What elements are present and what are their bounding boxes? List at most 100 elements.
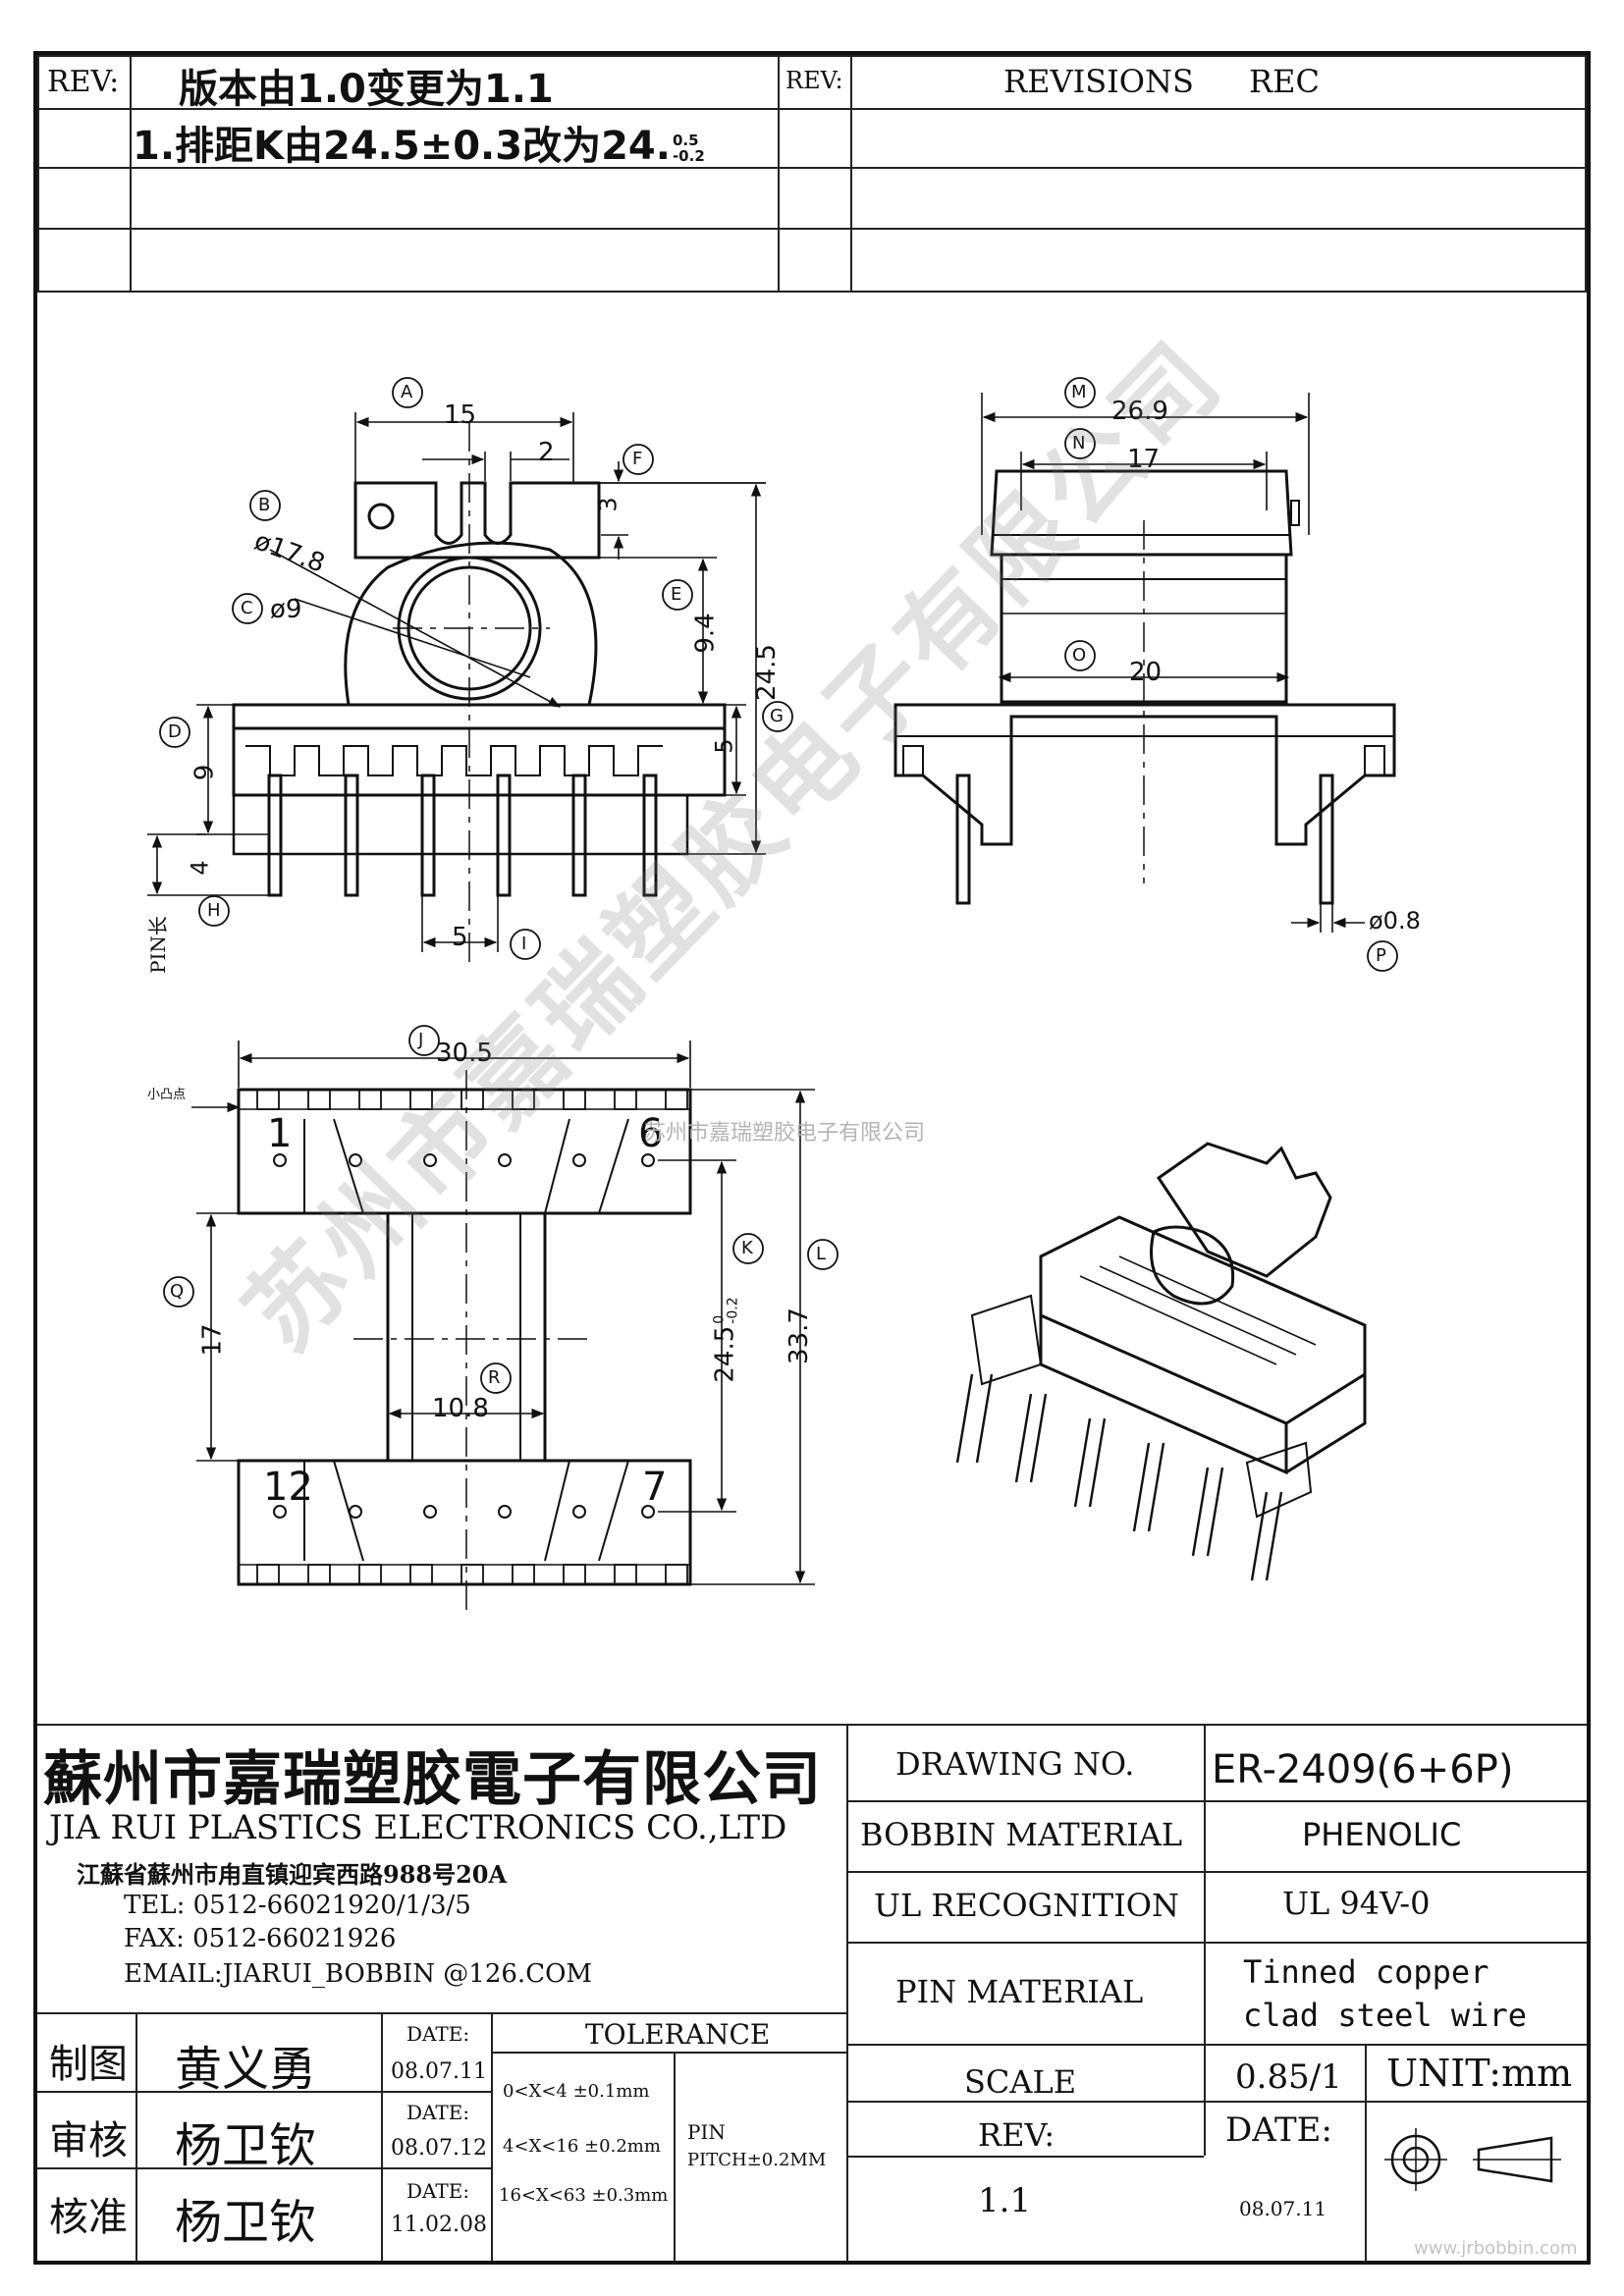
rev-label-bottom: REV: — [978, 2116, 1056, 2154]
front-flange-outline — [344, 541, 598, 706]
ul-label: UL RECOGNITION — [874, 1887, 1179, 1924]
dim-F-height: 3 — [594, 497, 623, 512]
rev-value: 1.1 — [978, 2181, 1032, 2220]
company-name-cn: 蘇州市嘉瑞塑胶電子有限公司 — [43, 1745, 822, 1814]
callout-P: P — [1376, 945, 1386, 966]
dim-M: 26.9 — [1111, 397, 1168, 426]
dim-C: ø9 — [270, 595, 302, 624]
front-view — [232, 422, 727, 962]
tolerance-row-1: 0<X<4 ±0.1mm — [503, 2081, 650, 2102]
pin-length-label: PIN长 — [145, 916, 170, 974]
callout-F: F — [632, 449, 643, 469]
dot-label: 小凸点 — [147, 1088, 187, 1102]
bobbin-material-label: BOBBIN MATERIAL — [860, 1816, 1183, 1853]
name-drafter: 黄义勇 — [175, 2042, 317, 2097]
company-tel: TEL: 0512-66021920/1/3/5 — [124, 1891, 471, 1920]
pin-number-12: 12 — [263, 1465, 313, 1510]
drawing-no-label: DRAWING NO. — [895, 1745, 1135, 1783]
date-label: DATE: — [1225, 2110, 1332, 2150]
dim-pin-pitch: 5 — [452, 923, 468, 952]
callout-circles — [159, 377, 1398, 1394]
name-approver: 杨卫钦 — [175, 2195, 317, 2250]
side-view — [893, 469, 1396, 905]
rev-label-left: REV: — [47, 65, 120, 99]
tolerance-row-2: 4<X<16 ±0.2mm — [503, 2136, 661, 2157]
role-drafter: 制图 — [49, 2042, 128, 2087]
pin-label: PIN — [687, 2120, 726, 2144]
callout-R: R — [488, 1367, 501, 1388]
pin-pitch-tolerance: PITCH±0.2MM — [687, 2150, 827, 2170]
pin-material-label: PIN MATERIAL — [895, 1973, 1144, 2010]
callout-J: J — [418, 1030, 424, 1050]
ul-value: UL 94V-0 — [1282, 1885, 1431, 1922]
company-email: EMAIL:JIARUI_BOBBIN @126.COM — [124, 1959, 593, 1989]
drawing-sheet — [33, 51, 1591, 2265]
dim-P: ø0.8 — [1369, 907, 1421, 934]
pin-material-line-2: clad steel wire — [1243, 1997, 1527, 2034]
dim-F-width: 2 — [538, 438, 555, 467]
revisions-header: REVISIONS — [1003, 63, 1194, 100]
row2-tol-plus: 0.5 — [672, 132, 699, 149]
tolerance-header: TOLERANCE — [585, 2018, 771, 2051]
front-small-hole — [367, 503, 395, 530]
callout-H: H — [207, 900, 221, 921]
company-fax: FAX: 0512-66021926 — [124, 1924, 397, 1953]
dim-J: 30.5 — [436, 1039, 493, 1068]
date-label-reviewer: DATE: — [406, 2101, 470, 2124]
dim-H: 4 — [186, 860, 214, 876]
callout-L: L — [816, 1244, 827, 1264]
dim-E: 9.4 — [690, 613, 721, 654]
company-name-en: JIA RUI PLASTICS ELECTRONICS CO.,LTD — [49, 1808, 787, 1847]
company-address: 江蘇省蘇州市甪直镇迎宾西路988号20A — [77, 1860, 508, 1889]
date-value: 08.07.11 — [1239, 2197, 1327, 2220]
watermark-small: 苏州市嘉瑞塑胶电子有限公司 — [644, 1121, 926, 1146]
dim-R: 10.8 — [432, 1394, 489, 1423]
row2-tol-minus: -0.2 — [672, 147, 705, 165]
callout-B: B — [258, 495, 271, 515]
tolerance-row-3: 16<X<63 ±0.3mm — [499, 2185, 669, 2206]
callout-I: I — [521, 934, 527, 954]
dim-L: 33.7 — [784, 1308, 814, 1364]
rec-header: REC — [1249, 63, 1320, 100]
dim-A: 15 — [444, 400, 477, 430]
unit: UNIT:mm — [1386, 2052, 1573, 2095]
role-reviewer: 审核 — [49, 2118, 128, 2163]
callout-G: G — [770, 706, 784, 726]
dim-K-tol-minus: -0.2 — [725, 1297, 741, 1324]
role-approver: 核准 — [49, 2195, 128, 2240]
front-base — [232, 703, 727, 797]
bottom-view — [237, 1070, 692, 1610]
dim-D: 9 — [189, 764, 220, 781]
bobbin-material: PHENOLIC — [1302, 1816, 1462, 1853]
footer-site: www.jrbobbin.com — [1414, 2238, 1578, 2259]
dim-N: 17 — [1127, 445, 1161, 474]
dim-K: 24.50-0.2 — [710, 1297, 741, 1383]
callout-E: E — [671, 584, 682, 605]
rev-label-right: REV: — [785, 67, 843, 94]
date-drafter: 08.07.11 — [391, 2059, 487, 2084]
dim-Q: 17 — [197, 1323, 228, 1357]
pin-material-line-1: Tinned copper — [1243, 1953, 1489, 1991]
callout-Q: Q — [170, 1281, 185, 1302]
revision-row-1: 版本由1.0变更为1.1 — [179, 67, 554, 112]
callout-O: O — [1072, 645, 1087, 666]
isometric-view — [955, 1142, 1367, 1581]
date-approver: 11.02.08 — [391, 2213, 487, 2237]
front-core-top — [353, 481, 601, 560]
callout-N: N — [1072, 433, 1086, 454]
callout-C: C — [241, 598, 253, 618]
callout-D: D — [168, 721, 182, 742]
pin-number-1: 1 — [267, 1111, 293, 1156]
callout-M: M — [1071, 382, 1087, 402]
date-reviewer: 08.07.12 — [391, 2136, 487, 2161]
pin-number-7: 7 — [642, 1465, 668, 1510]
scale-value: 0.85/1 — [1235, 2057, 1342, 2097]
date-label-approver: DATE: — [406, 2179, 470, 2203]
revision-row-2: 1.排距K由24.5±0.3改为24.0.5-0.2 — [133, 124, 705, 169]
callout-K: K — [741, 1238, 753, 1258]
date-label-drafter: DATE: — [406, 2022, 470, 2046]
drawing-no: ER-2409(6+6P) — [1212, 1747, 1514, 1792]
callout-A: A — [401, 382, 413, 402]
pin-number-6: 6 — [638, 1111, 664, 1156]
